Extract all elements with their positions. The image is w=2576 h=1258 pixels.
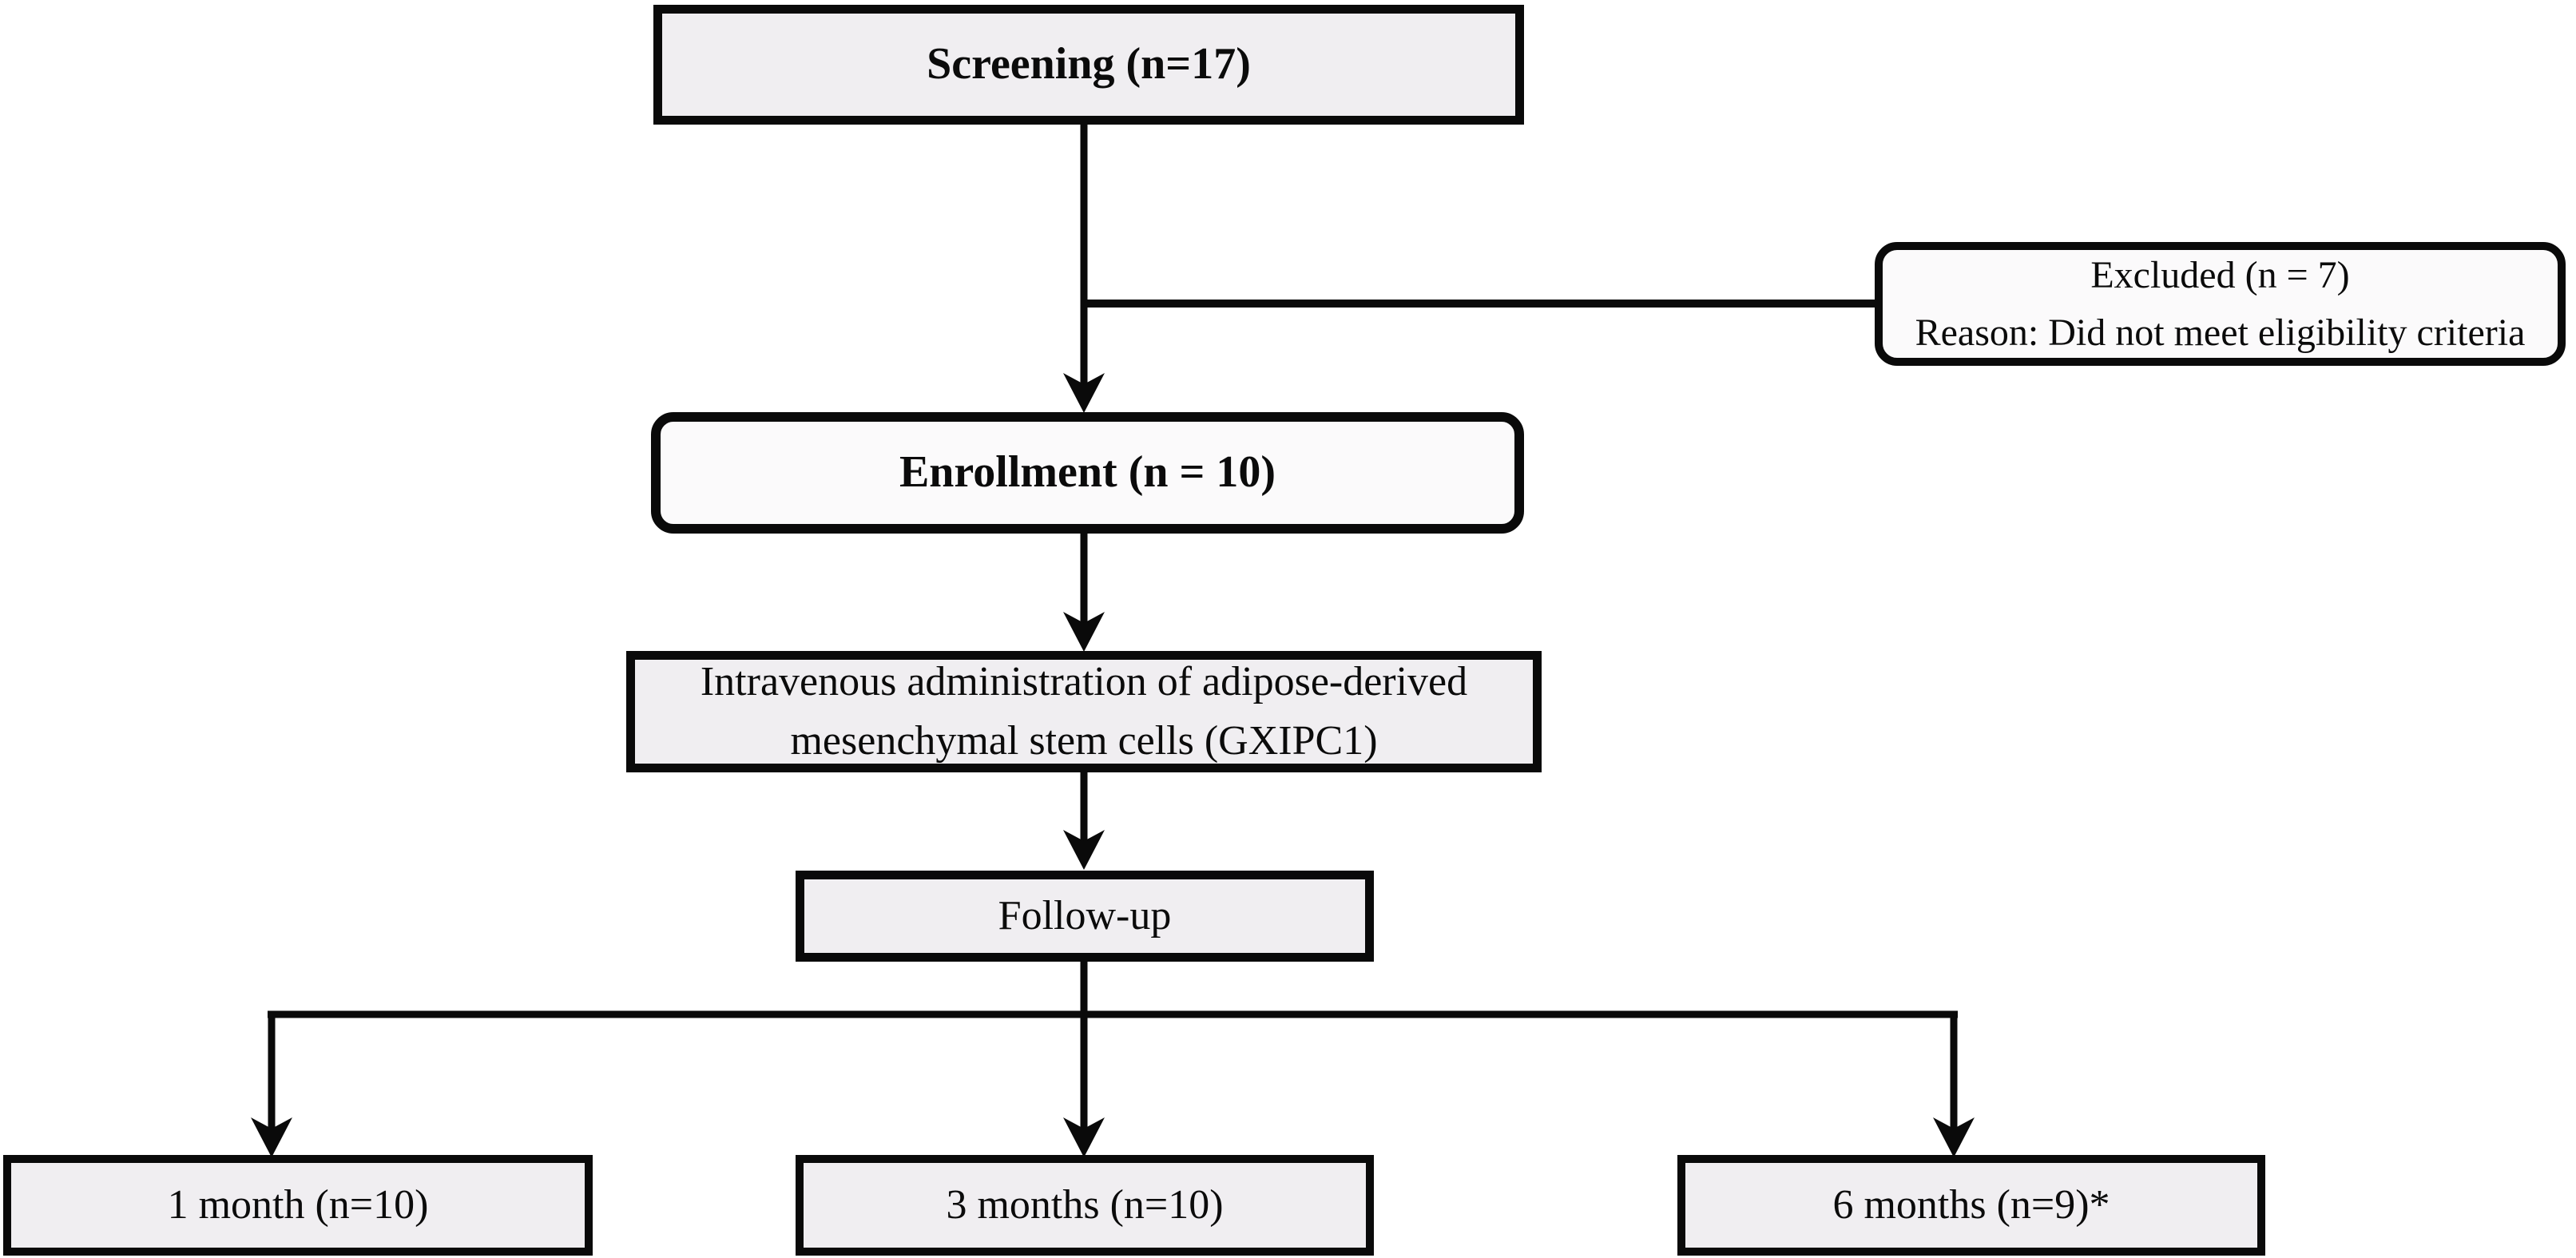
arrowhead-down-icon [1063, 1117, 1105, 1157]
node-month-6-label: 6 months (n=9)* [1832, 1182, 2110, 1228]
node-month-3: 3 months (n=10) [796, 1155, 1374, 1256]
arrowhead-down-icon [1933, 1117, 1975, 1157]
node-treatment: Intravenous administration of adipose-de… [626, 651, 1542, 772]
node-month-6: 6 months (n=9)* [1677, 1155, 2265, 1256]
node-enrollment-label: Enrollment (n = 10) [899, 447, 1276, 498]
arrowhead-down-icon [1063, 612, 1105, 652]
arrowhead-down-icon [251, 1117, 292, 1157]
node-month-1-label: 1 month (n=10) [167, 1182, 429, 1228]
arrowhead-down-icon [1063, 373, 1105, 413]
node-screening: Screening (n=17) [653, 5, 1524, 125]
node-followup: Follow-up [796, 871, 1374, 962]
node-excluded-line2: Reason: Did not meet eligibility criteri… [1915, 311, 2526, 354]
arrowhead-down-icon [1063, 830, 1105, 870]
node-screening-label: Screening (n=17) [927, 39, 1251, 89]
node-followup-label: Follow-up [998, 893, 1172, 939]
node-excluded: Excluded (n = 7) Reason: Did not meet el… [1875, 242, 2566, 366]
node-month-1: 1 month (n=10) [3, 1155, 593, 1256]
node-enrollment: Enrollment (n = 10) [651, 412, 1524, 534]
node-month-3-label: 3 months (n=10) [946, 1182, 1224, 1228]
node-treatment-line1: Intravenous administration of adipose-de… [700, 659, 1468, 705]
node-treatment-line2: mesenchymal stem cells (GXIPC1) [790, 718, 1378, 764]
node-excluded-line1: Excluded (n = 7) [2090, 253, 2350, 296]
